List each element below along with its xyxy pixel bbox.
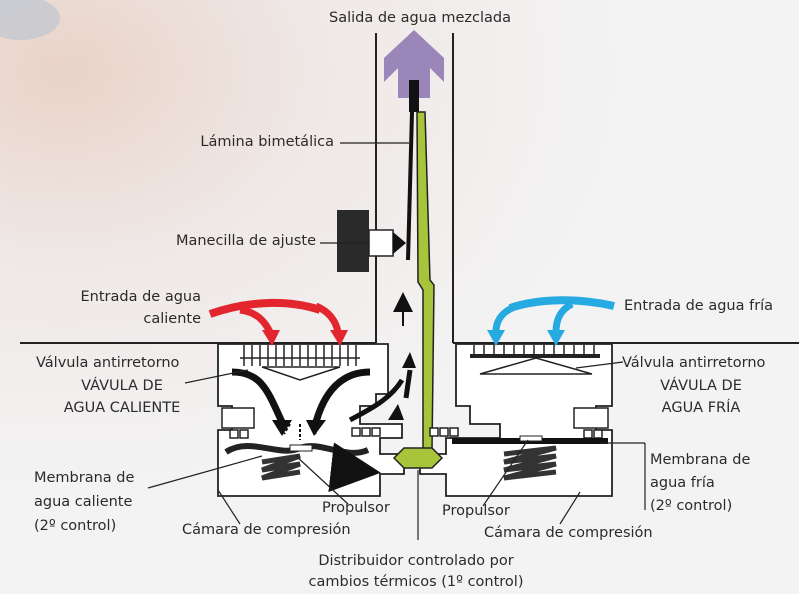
leader-lines: [147, 142, 646, 540]
hot-inlet-arrow: [208, 298, 348, 346]
cold-membrane-label-line1: Membrana de: [650, 452, 751, 468]
propulsor-left-label: Propulsor: [322, 500, 390, 516]
outlet-pipe: [375, 33, 454, 343]
adjusting-handle: [337, 210, 406, 272]
cold-inlet-label: Entrada de agua fría: [624, 298, 774, 314]
hot-dashed-arrows: [283, 423, 317, 440]
outlet-label: Salida de agua mezclada: [329, 10, 511, 26]
hot-inlet-label-line2: caliente: [143, 311, 201, 327]
hot-valve-label-line1: VÁVULA DE: [81, 378, 163, 394]
propulsor-right-label: Propulsor: [442, 503, 510, 519]
bimetal-label: Lámina bimetálica: [200, 134, 334, 150]
background-eye-shape: [0, 0, 60, 40]
hot-inlet-label-line1: Entrada de agua: [80, 289, 201, 305]
distributor-label-line1: Distribuidor controlado por: [318, 553, 514, 569]
hot-check-valve: [240, 345, 360, 381]
hot-membrane-label-line3: (2º control): [34, 518, 117, 534]
cold-membrane-label-line2: agua fría: [650, 475, 715, 491]
hot-membrane-label-line1: Membrana de: [34, 470, 135, 486]
cold-membrane: [452, 435, 608, 481]
hot-membrane-label-line2: agua caliente: [34, 494, 133, 510]
chamber-left-label: Cámara de compresión: [182, 522, 351, 538]
chamber-right-label: Cámara de compresión: [484, 525, 653, 541]
hot-check-valve-label: Válvula antirretorno: [36, 355, 180, 371]
cold-valve-label-line2: AGUA FRÍA: [661, 400, 741, 416]
hot-valve-blocks: [221, 407, 381, 439]
cold-check-valve: [470, 345, 600, 375]
distributor-label-line2: cambios térmicos (1º control): [308, 574, 524, 590]
cold-valve-body: [419, 343, 613, 497]
hot-membrane: [224, 442, 381, 493]
outlet-arrow: [384, 30, 444, 98]
hot-flow-arrows: [231, 368, 413, 424]
hot-valve-label-line2: AGUA CALIENTE: [63, 400, 181, 416]
cold-valve-label-line1: VÁVULA DE: [660, 378, 742, 394]
cold-valve-blocks: [429, 407, 609, 439]
cold-membrane-label-line3: (2º control): [650, 498, 733, 514]
thermal-distributor: [392, 447, 444, 469]
handle-label: Manecilla de ajuste: [175, 233, 316, 249]
cold-inlet-arrow: [487, 296, 615, 346]
cold-check-valve-label: Válvula antirretorno: [622, 355, 766, 371]
